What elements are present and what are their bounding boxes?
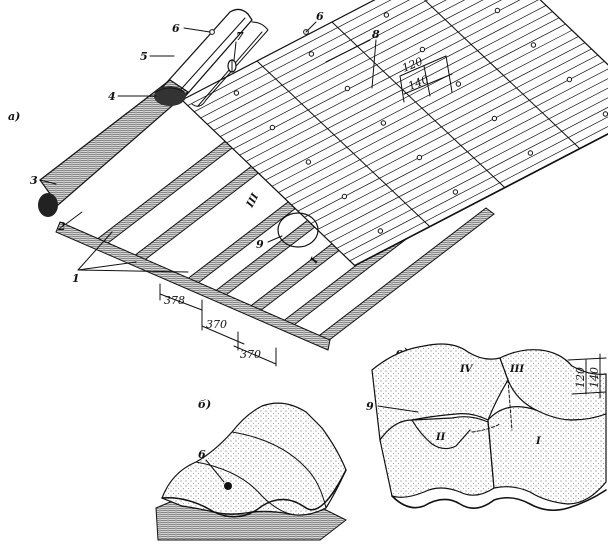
sheet-field	[180, 0, 608, 267]
sheet-joint	[331, 21, 506, 188]
callout-6-secondary: 6	[316, 10, 324, 23]
sheet-label-i-detail: I	[535, 436, 541, 447]
panel-b-sheet-detail: б) 6	[155, 398, 347, 541]
sheet-joint	[256, 60, 431, 227]
dimension-378: 378	[164, 294, 185, 307]
sheet-ii	[379, 416, 495, 498]
callout-7: 7	[236, 30, 244, 43]
dimension-lines-top	[399, 55, 453, 103]
ridge-cap-end	[154, 86, 186, 106]
fastener-dot	[380, 120, 387, 126]
fastener-dot	[233, 90, 240, 96]
callout-6-panel-b: 6	[198, 448, 206, 461]
fastener-dot	[494, 7, 501, 14]
sheet-label-iii-detail: III	[509, 364, 524, 375]
callout-5: 5	[140, 50, 148, 63]
panel-label-b: б)	[198, 398, 211, 411]
callout-9: 9	[256, 238, 264, 251]
bolt-7	[227, 59, 237, 73]
fastener-dot	[377, 228, 384, 234]
sheet-lower-edge	[354, 133, 608, 267]
detail-dimension-lines	[567, 353, 607, 399]
fastener-dot	[491, 115, 498, 122]
fastener-dot	[341, 193, 348, 200]
panel-b-corrugated-sheet	[161, 402, 347, 516]
sheet-label-iii: III	[244, 192, 261, 211]
fastener-dot	[383, 12, 390, 18]
sheet-label-ii: II	[435, 432, 446, 443]
detail-circle-9	[277, 212, 319, 248]
dimension-lines-bottom	[159, 283, 277, 367]
callout-8: 8	[372, 28, 380, 41]
fastener-dot	[308, 51, 315, 57]
panel-label-a: а)	[8, 110, 20, 123]
beam-end	[38, 193, 58, 217]
dimension-370-a: 370	[206, 318, 227, 331]
fastener-dot	[602, 111, 608, 117]
fastener-dot	[527, 150, 534, 156]
fastener-dot	[566, 76, 573, 83]
sheet-i	[487, 406, 607, 505]
panel-b-fastener	[224, 482, 232, 490]
fastener-dot	[530, 42, 537, 48]
callout-3: 3	[30, 174, 38, 187]
fastener-dot	[305, 159, 312, 165]
lower-rafter-beam	[55, 221, 331, 351]
callout-1: 1	[72, 272, 80, 285]
detail-dimension-140: 140	[588, 367, 601, 388]
sheet-joint	[424, 0, 581, 149]
fastener-dot	[455, 81, 462, 87]
sheet-label-i: I	[308, 256, 321, 266]
fastener-dot	[416, 154, 423, 161]
detail-dimension-120: 120	[574, 367, 587, 388]
callout-4: 4	[108, 90, 116, 103]
panel-a-roof: III I 1 2 3 4 5 6 7 6 8 9 а)	[8, 0, 608, 367]
fastener-dot	[419, 46, 426, 53]
corrugated-sheets	[180, 0, 608, 267]
callout-2: 2	[57, 220, 66, 233]
callout-9-panel-c: 9	[366, 400, 374, 413]
fastener-dot	[344, 85, 351, 92]
fastener-dot	[269, 124, 276, 131]
dimension-370-b: 370	[240, 348, 261, 361]
fastener-dot	[452, 189, 459, 195]
sheet-label-iv: IV	[459, 364, 474, 375]
panel-c-overlap-detail: в) IV III II I 9 120 140	[366, 343, 607, 512]
callout-6: 6	[172, 22, 180, 35]
